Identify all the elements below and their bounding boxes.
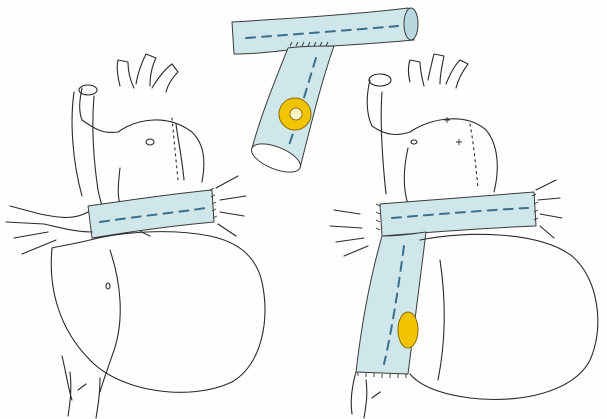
right-heart-body [410, 234, 598, 399]
graft-limb-end [404, 8, 418, 40]
right-ascending-aorta [381, 92, 386, 194]
right-pulmonary-trunk [404, 148, 408, 204]
graft-t-piece [232, 8, 418, 178]
right-head-vessel-2 [428, 54, 444, 84]
right-heart-left-edge [351, 372, 356, 414]
left-head-vessel-1 [117, 60, 134, 88]
right-heart-mark [411, 140, 417, 144]
right-branch-lines-left [330, 210, 368, 256]
left-branch-lines-left [6, 206, 56, 254]
right-heart-figure [330, 54, 598, 418]
right-graft-band [380, 192, 536, 236]
right-aorta-stump [369, 74, 391, 86]
left-branch-lines-right [216, 176, 246, 236]
right-side-patch [398, 312, 418, 348]
left-dotted-cut [172, 118, 178, 180]
left-head-vessel-2 [136, 54, 156, 86]
right-base-vessel [364, 380, 380, 418]
left-branch-connector [40, 212, 92, 232]
left-base-vessel [68, 372, 100, 418]
left-graft-band [88, 190, 214, 238]
left-descending-aorta [72, 92, 82, 196]
right-aortic-arch [367, 80, 497, 192]
right-heart-groove [438, 260, 444, 380]
right-head-vessel-3 [446, 60, 468, 88]
left-vessel-ostium [146, 139, 154, 145]
right-head-vessel-1 [409, 60, 425, 86]
left-heart-figure [6, 54, 265, 418]
right-dotted-cut [470, 124, 478, 188]
right-small-cross [444, 117, 462, 145]
left-heart-body [51, 232, 265, 393]
left-head-vessel-3 [152, 64, 178, 92]
left-heart-mark [106, 283, 110, 289]
graft-side-patch-center [290, 108, 302, 120]
left-aortic-arch [80, 88, 204, 182]
right-branch-lines-right [536, 180, 562, 238]
right-graft-limb [356, 232, 426, 374]
